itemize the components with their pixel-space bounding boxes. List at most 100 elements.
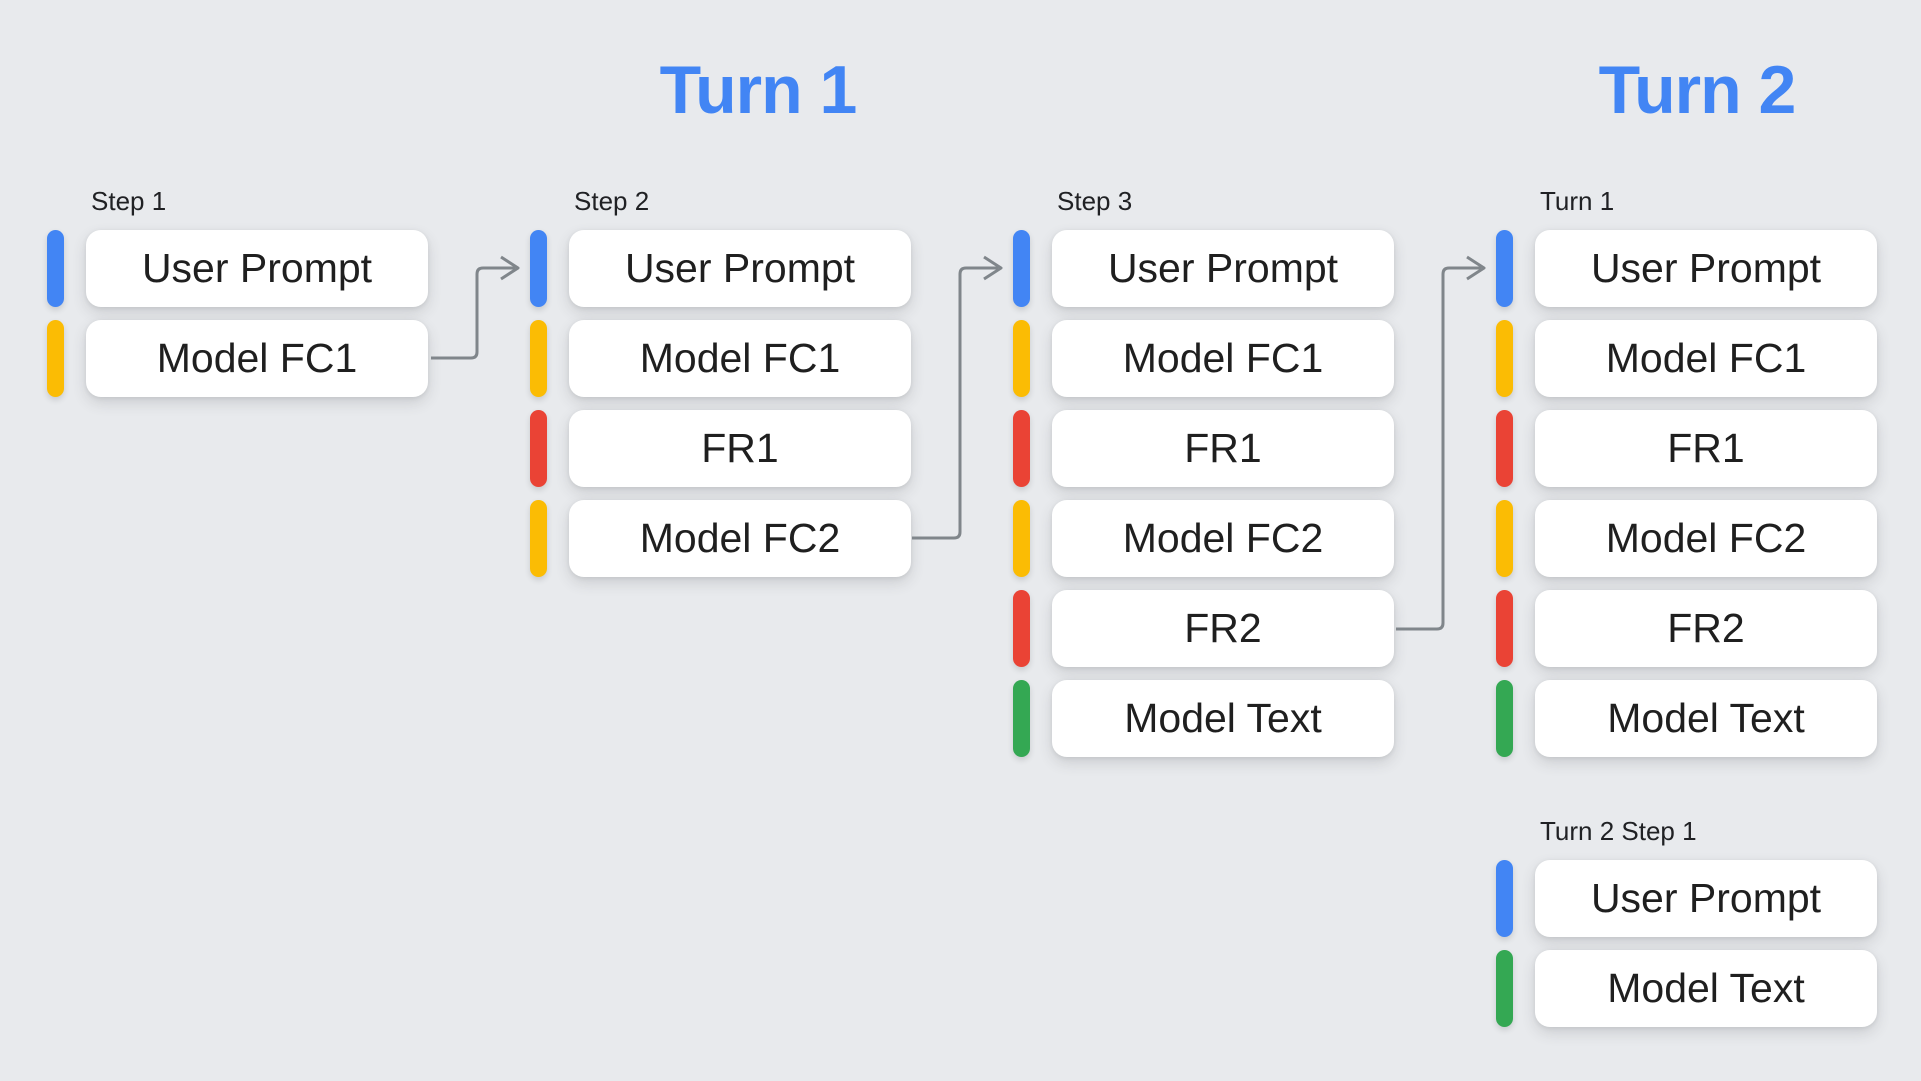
message-card: FR2 [1535,590,1877,667]
role-bar [1496,320,1513,397]
message-card: Model FC1 [1052,320,1394,397]
message-label: User Prompt [141,245,373,291]
group-label: Turn 2 Step 1 [1540,816,1697,846]
message-card: Model FC1 [1535,320,1877,397]
role-bar [1013,320,1030,397]
message-label: Model Text [1607,965,1805,1011]
role-bar [1013,500,1030,577]
message-row: User Prompt [47,230,428,307]
message-label: Model FC1 [1605,335,1807,381]
group-label: Step 3 [1057,186,1133,216]
arrow-step1-to-step2 [431,255,520,360]
message-row: User Prompt [530,230,911,307]
message-rows: User Prompt Model FC1 FR1 Model FC2 [530,230,911,577]
group-step-3: Step 3 User Prompt Model FC1 FR1 Model F… [1013,188,1394,757]
message-row: User Prompt [1496,860,1877,937]
message-label: Model FC2 [1122,515,1324,561]
turn-1-title: Turn 1 [659,52,858,128]
message-card: Model FC2 [569,500,911,577]
role-bar [47,320,64,397]
message-card: Model FC2 [1052,500,1394,577]
message-rows: User Prompt Model FC1 FR1 Model FC2 FR2 … [1496,230,1877,757]
message-card: FR1 [569,410,911,487]
message-card: User Prompt [86,230,428,307]
role-bar [1496,410,1513,487]
role-bar [1496,950,1513,1027]
role-bar [1013,590,1030,667]
message-card: Model Text [1535,680,1877,757]
role-bar [530,500,547,577]
message-card: User Prompt [1052,230,1394,307]
message-card: Model FC1 [569,320,911,397]
message-row: Model FC2 [1013,500,1394,577]
group-turn-2-step-1: Turn 2 Step 1 User Prompt Model Text [1496,818,1877,1027]
role-bar [530,320,547,397]
message-label: FR1 [1184,425,1262,471]
role-bar [1496,230,1513,307]
message-row: Model Text [1013,680,1394,757]
role-bar [1496,590,1513,667]
role-bar [530,410,547,487]
message-rows: User Prompt Model FC1 FR1 Model FC2 FR2 … [1013,230,1394,757]
arrow-step2-to-step3 [912,255,1003,540]
role-bar [1013,410,1030,487]
message-label: FR2 [1667,605,1745,651]
message-rows: User Prompt Model Text [1496,860,1877,1027]
message-row: Model FC1 [1013,320,1394,397]
role-bar [1496,500,1513,577]
role-bar [530,230,547,307]
group-step-1: Step 1 User Prompt Model FC1 [47,188,428,397]
message-label: User Prompt [1590,245,1822,291]
message-row: Model FC1 [47,320,428,397]
message-card: User Prompt [1535,230,1877,307]
message-row: User Prompt [1013,230,1394,307]
message-card: Model Text [1052,680,1394,757]
message-label: Model FC2 [1605,515,1807,561]
role-bar [1013,230,1030,307]
message-row: FR2 [1013,590,1394,667]
message-label: User Prompt [1107,245,1339,291]
message-label: User Prompt [1590,875,1822,921]
message-row: Model Text [1496,680,1877,757]
message-label: FR1 [701,425,779,471]
message-card: FR1 [1052,410,1394,487]
message-label: FR2 [1184,605,1262,651]
message-label: Model FC1 [639,335,841,381]
group-label: Step 2 [574,186,650,216]
message-card: User Prompt [569,230,911,307]
message-row: FR2 [1496,590,1877,667]
message-row: Model FC1 [530,320,911,397]
message-row: FR1 [530,410,911,487]
message-card: Model FC1 [86,320,428,397]
message-card: User Prompt [1535,860,1877,937]
message-label: User Prompt [624,245,856,291]
message-label: Model Text [1607,695,1805,741]
role-bar [1013,680,1030,757]
message-label: Model FC1 [156,335,358,381]
group-label: Turn 1 [1540,186,1615,216]
message-label: Model FC2 [639,515,841,561]
message-row: Model FC2 [530,500,911,577]
arrow-step3-to-turn1 [1396,255,1486,631]
message-label: Model FC1 [1122,335,1324,381]
group-step-2: Step 2 User Prompt Model FC1 FR1 Model F… [530,188,911,577]
group-turn-1: Turn 1 User Prompt Model FC1 FR1 Model F… [1496,188,1877,757]
message-row: User Prompt [1496,230,1877,307]
message-card: FR1 [1535,410,1877,487]
message-row: FR1 [1496,410,1877,487]
role-bar [47,230,64,307]
message-card: Model Text [1535,950,1877,1027]
message-label: Model Text [1124,695,1322,741]
message-rows: User Prompt Model FC1 [47,230,428,397]
message-row: FR1 [1013,410,1394,487]
group-label: Step 1 [91,186,167,216]
message-card: FR2 [1052,590,1394,667]
message-row: Model FC2 [1496,500,1877,577]
message-row: Model FC1 [1496,320,1877,397]
role-bar [1496,860,1513,937]
message-card: Model FC2 [1535,500,1877,577]
message-label: FR1 [1667,425,1745,471]
message-row: Model Text [1496,950,1877,1027]
turn-2-title: Turn 2 [1598,52,1797,128]
